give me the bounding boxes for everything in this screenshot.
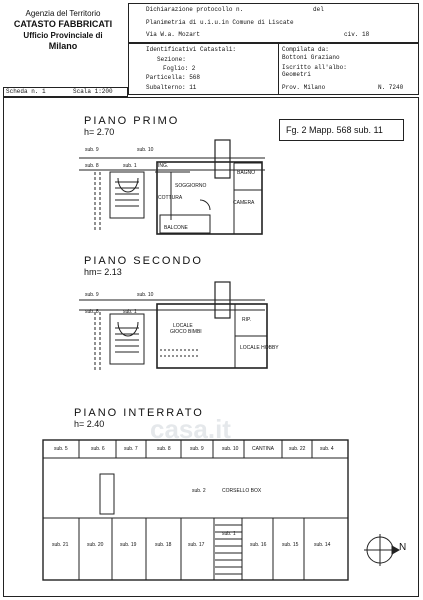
room-label: CAMERA bbox=[233, 200, 255, 206]
del-label: del bbox=[313, 6, 324, 13]
particella-label: Particella: 568 bbox=[146, 74, 201, 81]
dichiarazione-label: Dichiarazione protocollo n. bbox=[146, 6, 244, 13]
box-label: sub. 20 bbox=[87, 542, 104, 548]
room-label: sub. 10 bbox=[137, 292, 154, 298]
room-label: sub. 8 bbox=[85, 309, 99, 315]
ufficio-label: Ufficio Provinciale di bbox=[23, 31, 103, 40]
floor-title-interrato: PIANO INTERRATO bbox=[74, 407, 204, 419]
box-label: sub. 17 bbox=[188, 542, 205, 548]
box-label: CANTINA bbox=[252, 446, 274, 452]
agency-name: Agenzia del Territorio bbox=[25, 9, 101, 18]
box-label: sub. 7 bbox=[124, 446, 138, 452]
address-label: Via W.a. Mozart bbox=[146, 31, 201, 38]
stair-label: sub. 1 bbox=[222, 531, 236, 537]
room-label: sub. 9 bbox=[85, 147, 99, 153]
box-label: sub. 18 bbox=[155, 542, 172, 548]
box-label: sub. 10 bbox=[222, 446, 239, 452]
room-label: sub. 9 bbox=[85, 292, 99, 298]
scheda-label: Scheda n. 1 bbox=[6, 88, 46, 95]
dichiarazione-box bbox=[128, 3, 419, 43]
room-label: GIOCO BIMBI bbox=[170, 329, 202, 335]
room-label: LOCALE HOBBY bbox=[240, 345, 279, 351]
north-label: N bbox=[399, 542, 407, 553]
room-label: BAGNO bbox=[237, 170, 256, 176]
room-label: sub. 8 bbox=[85, 163, 99, 169]
albo-value: Geometri bbox=[282, 71, 311, 78]
reference-box bbox=[279, 119, 404, 141]
room-label: COTTURA bbox=[158, 195, 183, 201]
corsello-label: CORSELLO BOX bbox=[222, 488, 262, 494]
box-label: sub. 14 bbox=[314, 542, 331, 548]
planimetria-label: Planimetria di u.i.u.in Comune di Liscat… bbox=[146, 19, 294, 26]
catasto-title: CATASTO FABBRICATI bbox=[13, 19, 113, 29]
compilatore-name: Bottoni Graziano bbox=[282, 54, 340, 61]
room-label: SOGGIORNO bbox=[175, 183, 207, 189]
scheda-box bbox=[3, 87, 128, 97]
compilata-label: Compilata da: bbox=[282, 46, 329, 53]
room-label: BALCONE bbox=[164, 225, 188, 231]
city-label: Milano bbox=[48, 41, 78, 51]
room-label: sub. 10 bbox=[137, 147, 154, 153]
room-label: RIP. bbox=[242, 317, 252, 323]
provincia-label: Prov. Milano bbox=[282, 84, 326, 91]
subalterno-label: Subalterno: 11 bbox=[146, 84, 197, 91]
floor-height-primo: h= 2.70 bbox=[84, 127, 115, 137]
box-label: sub. 22 bbox=[289, 446, 306, 452]
sezione-label: Sezione: bbox=[157, 56, 186, 63]
identificativi-label: Identificativi Catastali: bbox=[146, 46, 237, 53]
box-label: sub. 4 bbox=[320, 446, 334, 452]
scala-label: Scala 1:200 bbox=[73, 88, 113, 95]
box-label: sub. 15 bbox=[282, 542, 299, 548]
corsello-sub: sub. 2 bbox=[192, 488, 206, 494]
box-label: sub. 6 bbox=[91, 446, 105, 452]
box-label: sub. 9 bbox=[190, 446, 204, 452]
registration-number: N. 7240 bbox=[378, 84, 404, 91]
box-label: sub. 21 bbox=[52, 542, 69, 548]
drawing-frame bbox=[3, 97, 419, 597]
floor-title-secondo: PIANO SECONDO bbox=[84, 255, 203, 267]
room-label: LOCALE bbox=[173, 323, 193, 329]
box-label: sub. 16 bbox=[250, 542, 267, 548]
reference-label: Fg. 2 Mapp. 568 sub. 11 bbox=[286, 125, 383, 135]
room-label: sub. 1 bbox=[123, 163, 137, 169]
divider bbox=[278, 43, 279, 95]
floor-height-secondo: hm= 2.13 bbox=[84, 267, 122, 277]
floor-title-primo: PIANO PRIMO bbox=[84, 115, 180, 127]
box-label: sub. 8 bbox=[157, 446, 171, 452]
iscritto-label: Iscritto all'albo: bbox=[282, 64, 347, 71]
watermark: casa.it bbox=[150, 414, 231, 444]
agency-block: Agenzia del Territorio CATASTO FABBRICAT… bbox=[6, 8, 120, 52]
identificativi-box bbox=[128, 43, 419, 95]
box-label: sub. 19 bbox=[120, 542, 137, 548]
foglio-label: Foglio: 2 bbox=[163, 65, 196, 72]
civic-label: civ. 18 bbox=[344, 31, 370, 38]
floor-height-interrato: h= 2.40 bbox=[74, 419, 105, 429]
box-label: sub. 5 bbox=[54, 446, 68, 452]
room-label: sub. 1 bbox=[123, 309, 137, 315]
room-label: ING. bbox=[158, 163, 169, 169]
